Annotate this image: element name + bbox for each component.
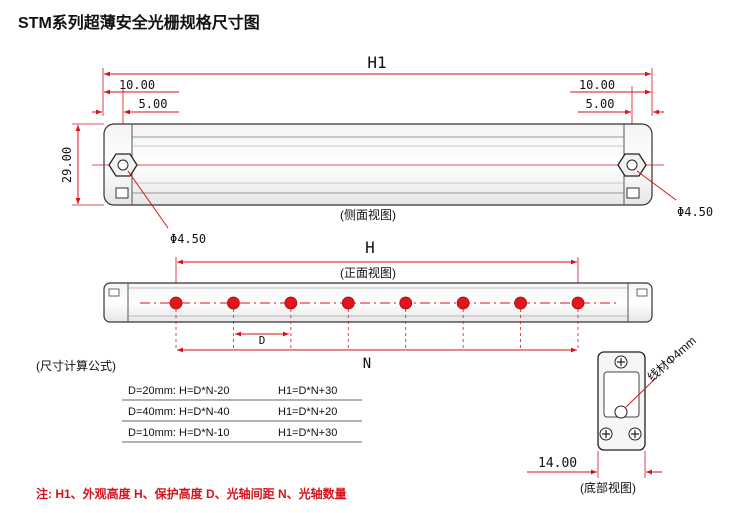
formula-row-2-left: D=40mm: H=D*N-40 <box>128 406 229 418</box>
formula-section: (尺寸计算公式) D=20mm: H=D*N-20 H1=D*N+30 D=40… <box>36 358 362 443</box>
side-view-housing <box>103 123 653 206</box>
beam-point-3 <box>284 296 298 310</box>
bottom-right-screw-cross <box>631 430 639 438</box>
cable-outlet-icon <box>614 405 628 419</box>
formula-row-1-right: H1=D*N+30 <box>278 385 337 397</box>
side-view-caption: (侧面视图) <box>340 207 396 222</box>
h1-dimension-label: H1 <box>367 53 386 72</box>
width-dim-label: 14.00 <box>538 456 577 471</box>
h-dimension-label: H <box>365 238 375 257</box>
left-outer-dim-label: 10.00 <box>119 78 155 92</box>
left-connector-slot-icon <box>115 187 129 199</box>
bottom-view: 线材Φ4mm 14.00 (底部视图) <box>527 334 699 495</box>
right-outer-dim-label: 10.00 <box>579 78 615 92</box>
formula-row-3-left: D=10mm: H=D*N-10 <box>128 427 229 439</box>
formula-heading: (尺寸计算公式) <box>36 358 116 373</box>
side-view: H1 10.00 5.00 10.00 5.00 29.00 <box>60 53 713 246</box>
cable-leader <box>625 377 657 408</box>
beam-group <box>169 296 585 350</box>
page-title: STM系列超薄安全光栅规格尺寸图 <box>18 13 260 32</box>
left-mounting-hole-icon <box>117 159 129 171</box>
right-mounting-hole-icon <box>626 159 638 171</box>
cable-label: 线材Φ4mm <box>645 334 699 385</box>
bottom-left-screw-cross <box>602 430 610 438</box>
beam-point-7 <box>514 296 527 310</box>
front-view-housing <box>103 282 653 323</box>
beam-point-4 <box>341 296 355 310</box>
formula-row-2-right: H1=D*N+20 <box>278 406 337 418</box>
bottom-view-caption: (底部视图) <box>580 480 636 495</box>
formula-row-1-left: D=20mm: H=D*N-20 <box>128 385 229 397</box>
beam-point-8 <box>571 296 585 310</box>
left-hole-dim-label: Φ4.50 <box>170 232 206 246</box>
n-dimension-label: N <box>363 356 371 372</box>
height-dimension-label: 29.00 <box>60 147 74 183</box>
beam-point-5 <box>399 296 413 310</box>
right-hole-dim-label: Φ4.50 <box>677 205 713 219</box>
front-view: H (正面视图) D N <box>103 238 653 372</box>
front-view-caption: (正面视图) <box>340 265 396 280</box>
formula-row-3-right: H1=D*N+30 <box>278 427 337 439</box>
legend-note: 注: H1、外观高度 H、保护高度 D、光轴间距 N、光轴数量 <box>36 486 347 501</box>
right-hole-leader <box>636 170 677 201</box>
front-right-screw-icon <box>636 288 648 297</box>
left-hole-leader <box>127 170 169 229</box>
beam-point-6 <box>456 296 470 310</box>
beam-point-1 <box>169 296 183 310</box>
beam-point-2 <box>227 296 240 310</box>
d-dimension-label: D <box>259 334 266 347</box>
front-left-screw-icon <box>108 288 120 297</box>
right-inner-dim-label: 5.00 <box>586 97 615 111</box>
left-inner-dim-label: 5.00 <box>139 97 168 111</box>
bottom-top-screw-cross <box>617 358 625 366</box>
right-connector-slot-icon <box>626 187 640 199</box>
